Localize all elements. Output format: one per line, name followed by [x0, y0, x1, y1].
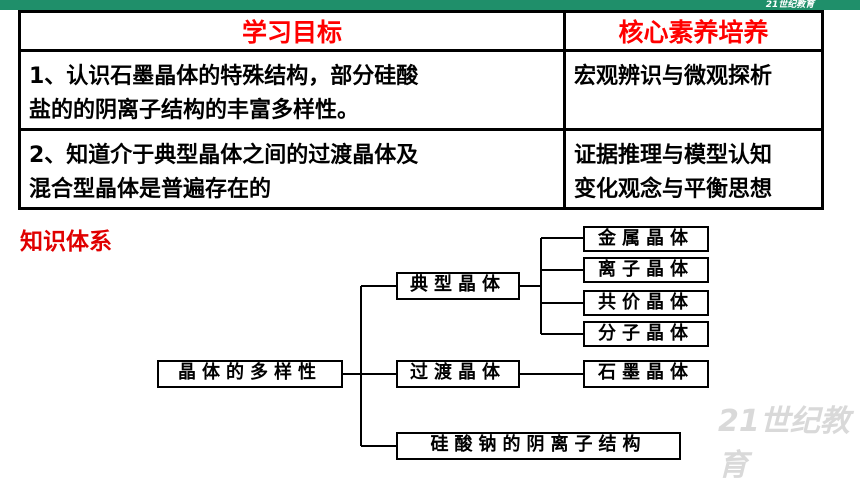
branch-silicate-anion: 硅酸钠的阴离子结构: [396, 432, 681, 460]
literacy-line: 证据推理与模型认知: [574, 143, 773, 168]
root-node: 晶体的多样性: [157, 360, 343, 388]
table-row: 1、认识石墨晶体的特殊结构，部分硅酸 盐的的阴离子结构的丰富多样性。 宏观辨识与…: [18, 49, 824, 131]
goal-cell: 2、知道介于典型晶体之间的过渡晶体及 混合型晶体是普遍存在的: [18, 128, 566, 210]
knowledge-system-title: 知识体系: [20, 229, 112, 255]
leaf-ionic-crystal: 离子晶体: [583, 257, 709, 283]
goals-table: 学习目标 核心素养培养 1、认识石墨晶体的特殊结构，部分硅酸 盐的的阴离子结构的…: [18, 10, 824, 210]
goal-line: 盐的的阴离子结构的丰富多样性。: [29, 98, 360, 123]
goal-line: 1、认识石墨晶体的特殊结构，部分硅酸: [29, 64, 419, 89]
goal-cell: 1、认识石墨晶体的特殊结构，部分硅酸 盐的的阴离子结构的丰富多样性。: [18, 49, 566, 131]
literacy-line: 宏观辨识与微观探析: [574, 64, 773, 89]
branch-typical-crystal: 典型晶体: [396, 272, 520, 300]
header-core-literacy: 核心素养培养: [563, 10, 824, 52]
goals-header-row: 学习目标 核心素养培养: [18, 10, 824, 52]
brand-logo: 21世纪教育: [765, 0, 815, 10]
table-row: 2、知道介于典型晶体之间的过渡晶体及 混合型晶体是普遍存在的 证据推理与模型认知…: [18, 128, 824, 210]
branch-transitional-crystal: 过渡晶体: [396, 360, 520, 388]
header-learning-goals: 学习目标: [18, 10, 566, 52]
literacy-cell: 宏观辨识与微观探析: [563, 49, 824, 131]
literacy-line: 变化观念与平衡思想: [574, 177, 773, 202]
literacy-cell: 证据推理与模型认知 变化观念与平衡思想: [563, 128, 824, 210]
leaf-metallic-crystal: 金属晶体: [583, 226, 709, 252]
top-banner: [0, 0, 860, 10]
leaf-molecular-crystal: 分子晶体: [583, 321, 709, 347]
goal-line: 混合型晶体是普遍存在的: [29, 177, 272, 202]
goal-line: 2、知道介于典型晶体之间的过渡晶体及: [29, 143, 419, 168]
leaf-graphite-crystal: 石墨晶体: [583, 360, 709, 388]
leaf-covalent-crystal: 共价晶体: [583, 290, 709, 316]
watermark: 21世纪教育: [718, 404, 850, 483]
